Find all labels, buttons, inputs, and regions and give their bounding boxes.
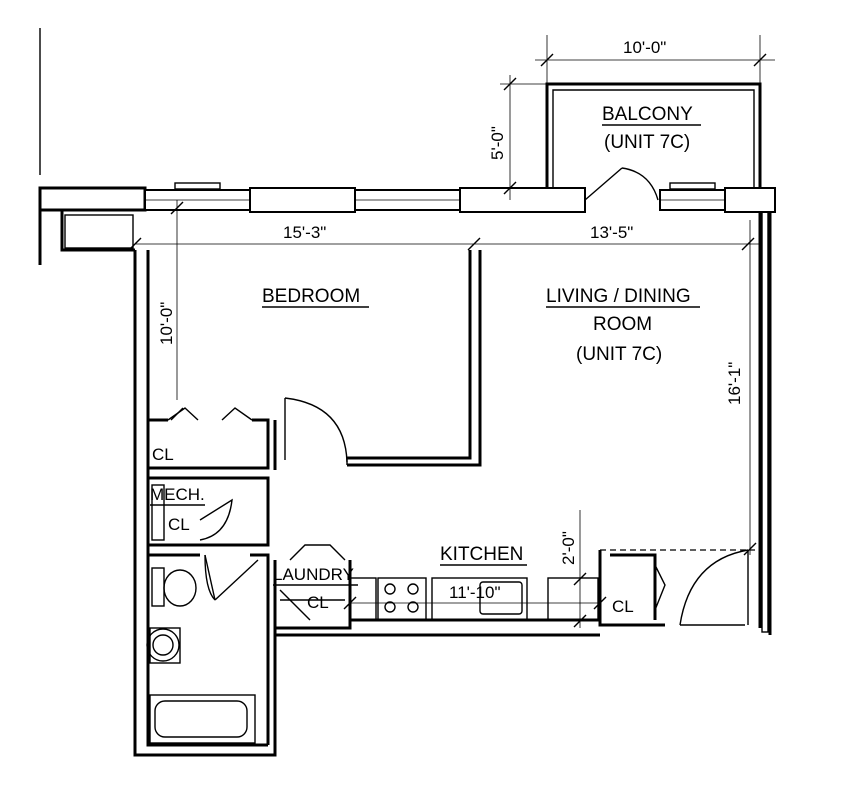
mech-label: MECH. xyxy=(150,485,205,504)
dim-balcony-width: 10'-0" xyxy=(535,35,775,84)
dim-balcony-depth: 5'-0" xyxy=(488,75,547,200)
mech-closet: MECH. CL xyxy=(148,476,270,547)
dim-bedroom-depth-text: 10'-0" xyxy=(157,302,176,345)
dim-balcony-width-text: 10'-0" xyxy=(623,38,666,57)
north-wall xyxy=(38,182,776,265)
closet-bedroom-label: CL xyxy=(152,445,174,464)
dim-bedroom-width-text: 15'-3" xyxy=(283,223,326,242)
balcony-label: BALCONY xyxy=(602,104,693,125)
balcony: BALCONY (UNIT 7C) xyxy=(545,82,762,201)
dim-kitchen-length-text: 11'-10" xyxy=(449,583,501,602)
bathroom xyxy=(146,553,270,745)
dim-bed-living-widths: 15'-3" 13'-5" xyxy=(128,200,760,400)
kitchen: KITCHEN 11'-10" 2'-0" xyxy=(275,510,607,637)
laundry: LAUNDRY CL xyxy=(273,544,358,630)
dim-living-depth-text: 16'-1" xyxy=(725,362,744,405)
bedroom: BEDROOM xyxy=(133,250,482,757)
laundry-label: LAUNDRY xyxy=(273,565,354,584)
dim-bedroom-depth: 10'-0" xyxy=(157,302,184,421)
dim-living-width-text: 13'-5" xyxy=(590,223,633,242)
bedroom-closet: CL xyxy=(148,407,270,470)
living-label-line2: ROOM xyxy=(593,314,652,335)
living-label-line3: (UNIT 7C) xyxy=(576,344,662,365)
closet-laundry-label: CL xyxy=(307,593,329,612)
dim-kitchen-depth-text: 2'-0" xyxy=(559,531,578,565)
kitchen-label: KITCHEN xyxy=(440,544,523,565)
entry-closet: CL xyxy=(598,211,769,633)
dim-balcony-depth-text: 5'-0" xyxy=(488,126,507,160)
closet-mech-label: CL xyxy=(168,515,190,534)
closet-entry-label: CL xyxy=(612,597,634,616)
bedroom-label: BEDROOM xyxy=(262,286,360,307)
balcony-unit-label: (UNIT 7C) xyxy=(604,132,690,153)
living-label-line1: LIVING / DINING xyxy=(546,286,691,307)
living-dining: LIVING / DINING ROOM (UNIT 7C) 16'-1" xyxy=(546,212,772,635)
